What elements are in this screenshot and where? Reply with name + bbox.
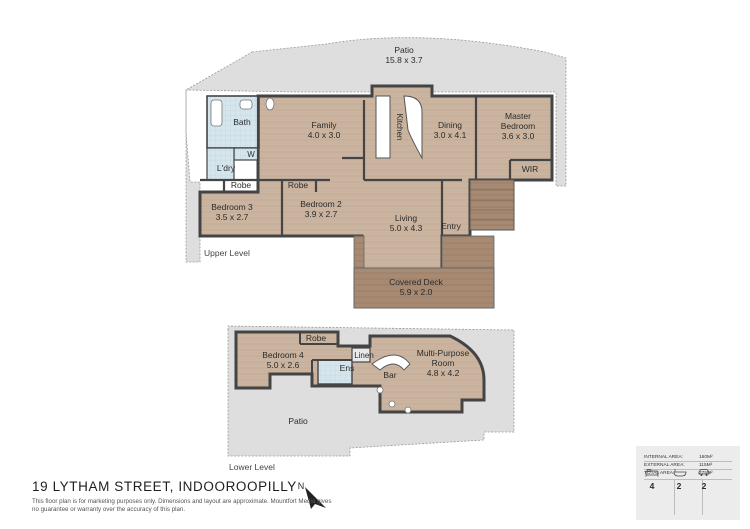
kitchen-island bbox=[403, 95, 423, 160]
room-name: Patio bbox=[394, 45, 414, 55]
room-name: Bedroom 2 bbox=[300, 199, 342, 209]
room-name: W bbox=[247, 150, 255, 159]
external-area-label: EXTERNAL AREA: bbox=[644, 463, 685, 468]
room-name: Bedroom bbox=[501, 121, 536, 131]
room-name: Bar bbox=[383, 370, 396, 380]
bar-stool bbox=[404, 406, 412, 414]
compass-n: N bbox=[298, 481, 305, 491]
patio-upper-area bbox=[185, 37, 567, 263]
stairs bbox=[469, 179, 515, 231]
bathroom-count: 2 bbox=[676, 481, 682, 491]
room-name: Dining bbox=[438, 120, 462, 130]
area-stats-panel: INTERNAL AREA: 160M² EXTERNAL AREA: 115M… bbox=[636, 446, 740, 520]
room-name: Bedroom 4 bbox=[262, 350, 304, 360]
room-dims: 5.0 x 4.3 bbox=[390, 223, 423, 233]
total-area-value: 275M² bbox=[699, 471, 713, 476]
bathtub bbox=[210, 99, 223, 127]
compass: N bbox=[298, 481, 326, 509]
room-name: Robe bbox=[306, 333, 327, 343]
bar-counter bbox=[371, 354, 411, 371]
bar-stool bbox=[376, 386, 384, 394]
room-name: Robe bbox=[231, 180, 252, 190]
lower-level-label: Lower Level bbox=[229, 462, 275, 472]
car-count: 2 bbox=[701, 481, 707, 491]
room-dims: 3.9 x 2.7 bbox=[305, 209, 338, 219]
room-dims: 5.9 x 2.0 bbox=[400, 287, 433, 297]
room-name: Ens bbox=[340, 363, 355, 373]
room-name: Family bbox=[311, 120, 337, 130]
lower-walls bbox=[299, 332, 352, 374]
car-icon bbox=[698, 469, 710, 476]
room-dims: 5.0 x 2.6 bbox=[267, 360, 300, 370]
room-name: Entry bbox=[441, 221, 462, 231]
lower-level bbox=[227, 325, 515, 457]
bath-icon bbox=[673, 469, 687, 477]
total-area-label: TOTAL AREA: bbox=[644, 471, 675, 476]
disclaimer: This floor plan is for marketing purpose… bbox=[32, 498, 332, 514]
kitchen-bench bbox=[375, 95, 391, 159]
basin bbox=[239, 99, 253, 110]
room-dims: 3.5 x 2.7 bbox=[216, 212, 249, 222]
external-area-value: 115M² bbox=[699, 463, 713, 468]
property-address: 19 LYTHAM STREET, INDOOROOPILLY bbox=[32, 479, 297, 494]
internal-area-label: INTERNAL AREA: bbox=[644, 455, 684, 460]
upper-level-label: Upper Level bbox=[204, 248, 250, 258]
toilet bbox=[265, 97, 275, 111]
linen-area bbox=[351, 347, 371, 363]
room-name: Multi-Purpose bbox=[417, 348, 470, 358]
lower-floor bbox=[234, 330, 486, 414]
entry-deck-side bbox=[441, 235, 495, 269]
upper-walls bbox=[200, 96, 552, 272]
room-name: WIR bbox=[522, 164, 539, 174]
room-name: Room bbox=[432, 358, 455, 368]
room-name: Master bbox=[505, 111, 531, 121]
north-arrow-icon bbox=[305, 487, 326, 509]
room-dims: 15.8 x 3.7 bbox=[385, 55, 423, 65]
bed-icon bbox=[645, 469, 659, 477]
room-name: Robe bbox=[288, 180, 309, 190]
laundry-area bbox=[206, 147, 235, 181]
room-dims: 4.8 x 4.2 bbox=[427, 368, 460, 378]
upper-level bbox=[185, 37, 567, 309]
bedroom-count: 4 bbox=[649, 481, 655, 491]
room-dims: 3.6 x 3.0 bbox=[502, 131, 535, 141]
room-name: Linen bbox=[354, 351, 374, 360]
room-name: Bedroom 3 bbox=[211, 202, 253, 212]
room-dims: 4.0 x 3.0 bbox=[308, 130, 341, 140]
covered-deck-side bbox=[353, 235, 365, 269]
room-name: Covered Deck bbox=[389, 277, 444, 287]
upper-room-labels: Patio 15.8 x 3.7 Family 4.0 x 3.0 Kitche… bbox=[211, 45, 538, 297]
room-name: Living bbox=[395, 213, 417, 223]
room-dims: 3.0 x 4.1 bbox=[434, 130, 467, 140]
room-name: L'dry bbox=[217, 163, 236, 173]
lower-room-labels: Robe Bedroom 4 5.0 x 2.6 Linen Ens Bar M… bbox=[262, 333, 469, 426]
internal-area-value: 160M² bbox=[699, 455, 713, 460]
covered-deck-area bbox=[353, 267, 495, 309]
room-name: Bath bbox=[233, 117, 251, 127]
bar-stool bbox=[388, 400, 396, 408]
room-name: Kitchen bbox=[395, 114, 404, 141]
room-name: Patio bbox=[288, 416, 308, 426]
